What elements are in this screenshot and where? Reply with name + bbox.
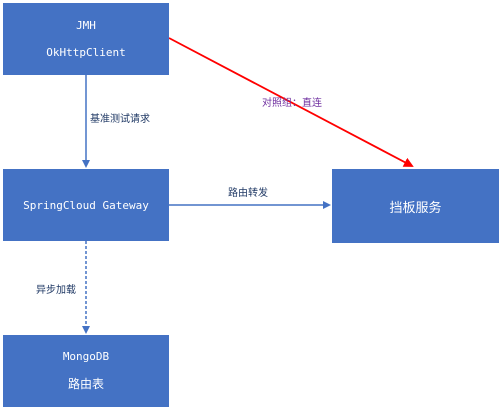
node-mongo-line1: MongoDB (62, 350, 110, 363)
node-mock-service: 挡板服务 (332, 169, 499, 243)
edge-bench-label: 基准测试请求 (90, 114, 150, 125)
node-jmh-line2: OkHttpClient (46, 46, 126, 59)
edge-direct-arrow (168, 37, 414, 167)
node-mock-label: 挡板服务 (389, 200, 442, 216)
edge-async-label: 异步加载 (36, 285, 76, 296)
node-mongodb: MongoDB 路由表 (3, 335, 169, 407)
node-mongo-line2: 路由表 (67, 377, 104, 391)
node-gateway-label: SpringCloud Gateway (23, 198, 149, 212)
node-jmh-okhttpclient: JMH OkHttpClient (3, 3, 169, 75)
node-springcloud-gateway: SpringCloud Gateway (3, 169, 169, 241)
node-jmh-line1: JMH (76, 19, 96, 32)
edge-direct-label: 对照组：直连 (262, 98, 322, 109)
edge-route-label: 路由转发 (228, 188, 268, 199)
